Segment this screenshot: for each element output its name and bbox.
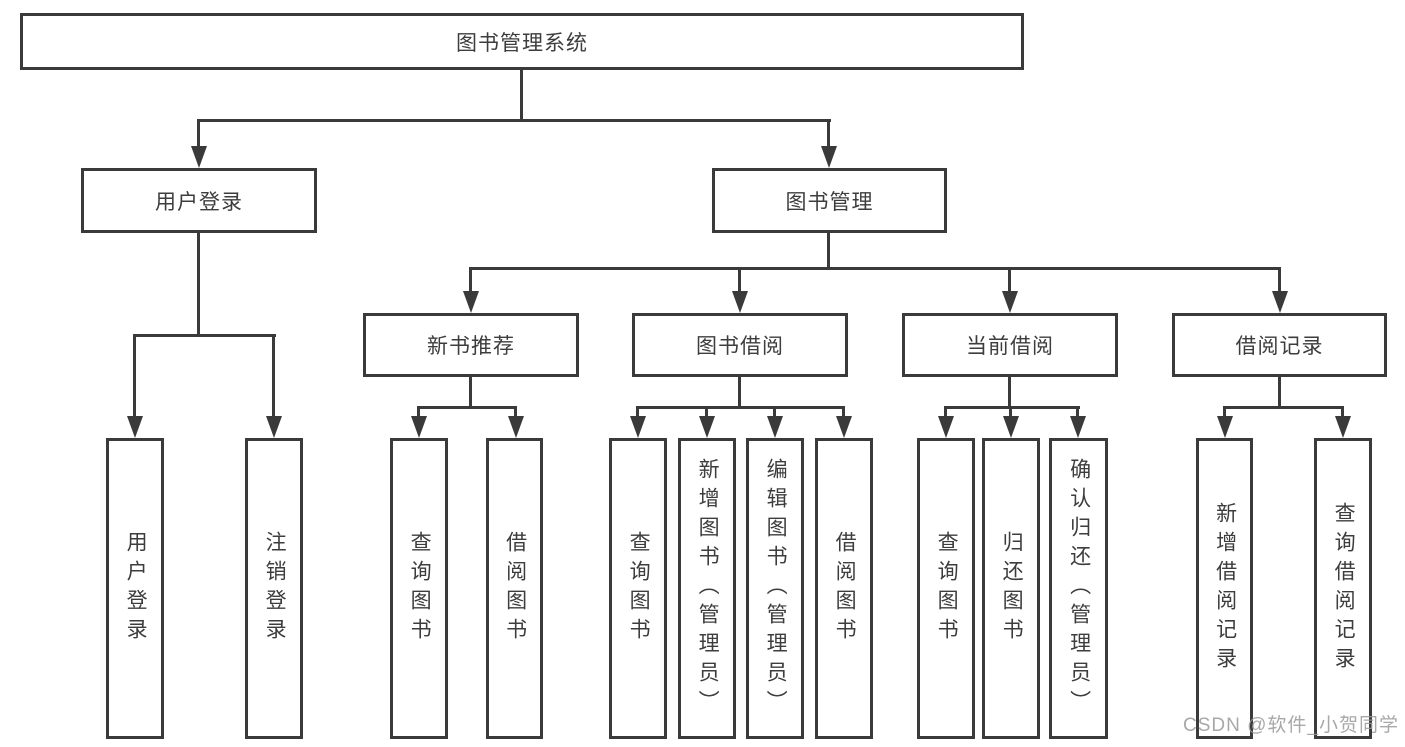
leaf-label: 编辑图书（管理员）: [764, 458, 788, 719]
node-current-borrowing: 当前借阅: [902, 313, 1118, 377]
connector-arrow-shaft: [773, 406, 776, 420]
arrow-down-icon: [1217, 416, 1233, 438]
leaf-label: 新增借阅记录: [1213, 501, 1237, 676]
leaf-label: 注销登录: [263, 530, 287, 647]
arrow-down-icon: [836, 416, 852, 438]
connector-new-book-split: [417, 406, 517, 409]
connector-arrow-shaft: [1341, 406, 1344, 420]
leaf-confirm-return-admin: 确认归还（管理员）: [1049, 438, 1108, 739]
connector-arrow-shaft: [1008, 267, 1011, 295]
leaf-logout: 注销登录: [245, 438, 303, 739]
leaf-borrow-books-recommend: 借阅图书: [486, 438, 543, 739]
node-label: 图书管理系统: [456, 31, 588, 55]
node-user-login: 用户登录: [81, 168, 317, 233]
node-library-management-system: 图书管理系统: [20, 13, 1024, 70]
leaf-query-books-recommend: 查询图书: [390, 438, 448, 739]
connector-arrow-shaft: [944, 406, 947, 420]
leaf-query-books-borrowing: 查询图书: [609, 438, 667, 739]
node-label: 当前借阅: [966, 335, 1054, 358]
connector-arrow-shaft: [272, 334, 275, 420]
node-label: 借阅记录: [1235, 335, 1324, 358]
arrow-down-icon: [630, 416, 646, 438]
leaf-label: 借阅图书: [833, 530, 857, 647]
leaf-add-books-admin: 新增图书（管理员）: [678, 438, 736, 739]
arrow-down-icon: [1335, 416, 1351, 438]
connector-arrow-shaft: [1223, 406, 1226, 420]
leaf-label: 新增图书（管理员）: [696, 458, 720, 719]
connector-current-split: [944, 406, 1080, 409]
connector-new-book-stem: [469, 377, 472, 409]
leaf-user-login: 用户登录: [106, 438, 164, 739]
leaf-label: 查询借阅记录: [1332, 501, 1356, 676]
connector-arrow-shaft: [1076, 406, 1079, 420]
leaf-label: 查询图书: [935, 530, 959, 647]
arrow-down-icon: [1272, 291, 1288, 313]
arrow-down-icon: [1002, 291, 1018, 313]
leaf-query-borrow-record: 查询借阅记录: [1314, 438, 1372, 739]
connector-arrow-shaft: [827, 119, 830, 149]
connector-user-login-split: [133, 334, 276, 337]
arrow-down-icon: [1003, 416, 1019, 438]
connector-arrow-shaft: [636, 406, 639, 420]
connector-arrow-shaft: [705, 406, 708, 420]
node-borrowing-records: 借阅记录: [1172, 313, 1387, 377]
arrow-down-icon: [699, 416, 715, 438]
connector-borrowing-stem: [738, 377, 741, 409]
connector-arrow-shaft: [1278, 267, 1281, 295]
node-label: 图书管理: [785, 190, 874, 214]
connector-root-stem: [520, 70, 523, 121]
connector-arrow-shaft: [1009, 406, 1012, 420]
arrow-down-icon: [463, 291, 479, 313]
arrow-down-icon: [938, 416, 954, 438]
leaf-borrow-books-borrowing: 借阅图书: [815, 438, 873, 739]
connector-arrow-shaft: [469, 267, 472, 295]
connector-arrow-shaft: [738, 267, 741, 295]
connector-arrow-shaft: [133, 334, 136, 420]
csdn-watermark: CSDN @软件_小贺同学: [1183, 715, 1399, 736]
leaf-label: 查询图书: [408, 530, 432, 647]
node-book-management: 图书管理: [712, 168, 947, 233]
leaf-label: 查询图书: [627, 530, 651, 647]
connector-arrow-shaft: [417, 406, 420, 420]
node-label: 图书借阅: [696, 335, 784, 358]
arrow-down-icon: [508, 416, 524, 438]
connector-arrow-shaft: [842, 406, 845, 420]
leaf-label: 借阅图书: [503, 530, 527, 647]
connector-user-login-stem: [197, 233, 200, 337]
leaf-label: 归还图书: [1000, 530, 1024, 647]
node-new-book-recommendation: 新书推荐: [363, 313, 579, 377]
arrow-down-icon: [127, 416, 143, 438]
connector-arrow-shaft: [197, 119, 200, 149]
connector-records-stem: [1278, 377, 1281, 409]
arrow-down-icon: [767, 416, 783, 438]
arrow-down-icon: [411, 416, 427, 438]
connector-records-split: [1223, 406, 1344, 409]
connector-borrowing-split: [636, 406, 845, 409]
connector-level3-split: [469, 267, 1281, 270]
arrow-down-icon: [191, 146, 207, 168]
connector-root-split: [198, 119, 831, 122]
leaf-query-books-current: 查询图书: [917, 438, 975, 739]
node-book-borrowing: 图书借阅: [632, 313, 848, 377]
node-label: 用户登录: [155, 190, 243, 214]
leaf-label: 用户登录: [124, 530, 148, 647]
leaf-edit-books-admin: 编辑图书（管理员）: [746, 438, 804, 739]
connector-current-stem: [1008, 377, 1011, 409]
leaf-return-books: 归还图书: [982, 438, 1040, 739]
leaf-label: 确认归还（管理员）: [1067, 458, 1091, 719]
arrow-down-icon: [821, 146, 837, 168]
arrow-down-icon: [1070, 416, 1086, 438]
node-label: 新书推荐: [427, 335, 515, 358]
arrow-down-icon: [732, 291, 748, 313]
leaf-add-borrow-record: 新增借阅记录: [1196, 438, 1253, 739]
arrow-down-icon: [266, 416, 282, 438]
connector-book-management-stem: [827, 233, 830, 269]
connector-arrow-shaft: [514, 406, 517, 420]
